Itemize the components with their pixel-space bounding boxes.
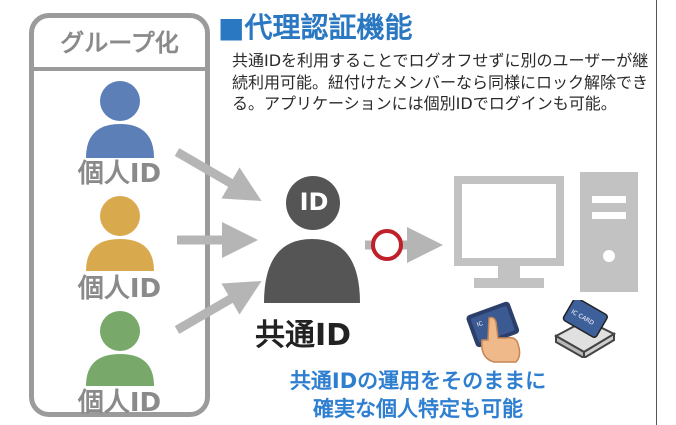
group-title: グループ化 [29,13,210,71]
bottom-message-line2: 確実な個人特定も可能 [313,397,523,421]
user-label-3: 個人ID [77,388,162,418]
shared-id-badge: ID [299,188,329,216]
user-icon-yellow [86,196,154,271]
bottom-message-line1: 共通IDの運用をそのままに [289,369,547,393]
divider-line [656,0,657,425]
user-icon-green [86,311,154,386]
computer-icon [454,172,638,292]
shared-user-icon [264,176,360,303]
shared-id-label: 共通ID [255,318,352,353]
group-box [29,13,210,417]
feature-description: 共通IDを利用することでログオフせずに別のユーザーが継続利用可能。紐付けたメンバ… [232,51,649,113]
card1-label: IC [476,320,484,329]
hand-card-icon: IC [466,301,521,363]
user-icon-blue [86,81,154,158]
card-reader-icon: IC CARD [553,300,617,358]
user-label-2: 個人ID [77,274,162,304]
feature-title: ■代理認証機能 [218,11,413,44]
bottom-message: 共通IDの運用をそのままに 確実な個人特定も可能 [240,367,596,423]
user-label-1: 個人ID [77,159,162,189]
